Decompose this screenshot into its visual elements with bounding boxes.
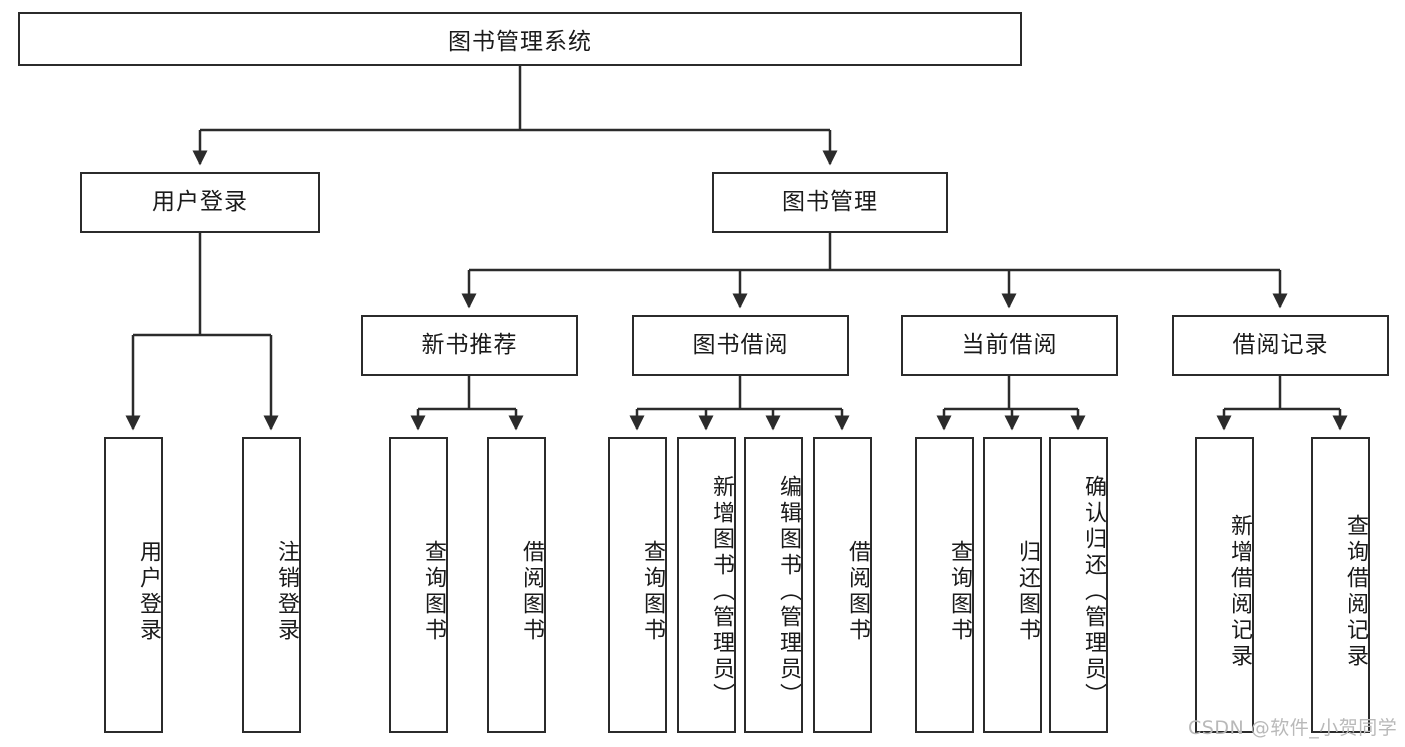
- leaf-user-login-logout[interactable]: 注销登录: [242, 437, 301, 733]
- watermark: CSDN @软件_小贺同学: [1188, 717, 1398, 739]
- leaf-book-borrow-add-book-admin[interactable]: 新增图书（管理员）: [677, 437, 736, 733]
- leaf-book-borrow-query-books[interactable]: 查询图书: [608, 437, 667, 733]
- node-user-login[interactable]: 用户登录: [80, 172, 320, 233]
- node-label: 新增图书（管理员）: [709, 475, 734, 709]
- leaf-book-borrow-edit-book-admin[interactable]: 编辑图书（管理员）: [744, 437, 803, 733]
- node-label: 查询图书: [947, 540, 972, 644]
- node-label: 注销登录: [274, 540, 299, 644]
- leaf-current-borrow-confirm-return-admin[interactable]: 确认归还（管理员）: [1049, 437, 1108, 733]
- node-label: 查询图书: [421, 540, 446, 644]
- node-label: 借阅图书: [845, 540, 870, 644]
- leaf-borrow-record-add-record[interactable]: 新增借阅记录: [1195, 437, 1254, 733]
- node-label: 归还图书: [1015, 540, 1040, 644]
- node-label: 查询借阅记录: [1343, 514, 1368, 670]
- leaf-user-login-login[interactable]: 用户登录: [104, 437, 163, 733]
- leaf-book-borrow-borrow-books[interactable]: 借阅图书: [813, 437, 872, 733]
- leaf-current-borrow-query-books[interactable]: 查询图书: [915, 437, 974, 733]
- leaf-current-borrow-return-books[interactable]: 归还图书: [983, 437, 1042, 733]
- node-label: 编辑图书（管理员）: [776, 475, 801, 709]
- node-book-borrowing[interactable]: 图书借阅: [632, 315, 849, 376]
- node-label: 图书管理: [782, 188, 878, 215]
- node-label: 新增借阅记录: [1227, 514, 1252, 670]
- node-label: 新书推荐: [421, 331, 518, 358]
- node-label: 借阅记录: [1232, 331, 1329, 358]
- leaf-new-book-query-books[interactable]: 查询图书: [389, 437, 448, 733]
- node-new-book-recommendation[interactable]: 新书推荐: [361, 315, 578, 376]
- node-current-borrowing[interactable]: 当前借阅: [901, 315, 1118, 376]
- leaf-borrow-record-query-record[interactable]: 查询借阅记录: [1311, 437, 1370, 733]
- node-book-management[interactable]: 图书管理: [712, 172, 948, 233]
- node-label: 查询图书: [640, 540, 665, 644]
- node-root-book-management-system[interactable]: 图书管理系统: [18, 12, 1022, 66]
- node-label: 用户登录: [136, 540, 161, 644]
- node-label: 确认归还（管理员）: [1081, 475, 1106, 709]
- node-label: 用户登录: [152, 188, 248, 215]
- node-label: 借阅图书: [519, 540, 544, 644]
- node-borrowing-record[interactable]: 借阅记录: [1172, 315, 1389, 376]
- node-label: 图书借阅: [692, 331, 789, 358]
- leaf-new-book-borrow-books[interactable]: 借阅图书: [487, 437, 546, 733]
- node-label: 图书管理系统: [448, 29, 592, 55]
- node-label: 当前借阅: [961, 331, 1058, 358]
